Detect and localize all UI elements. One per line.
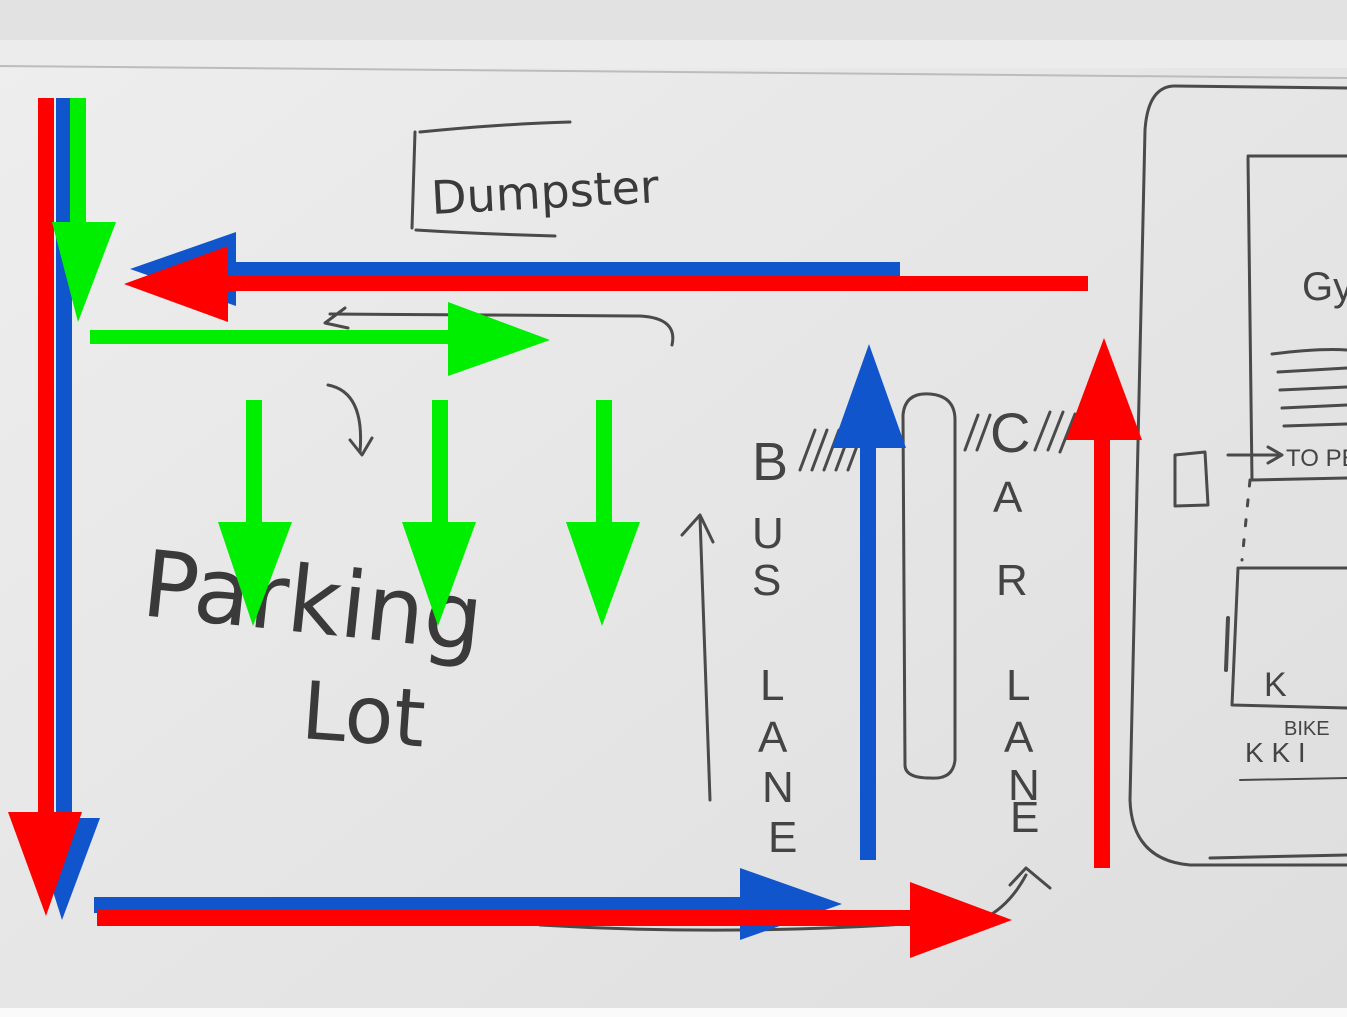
bike-label: BIKE — [1284, 718, 1330, 740]
marker-arrows — [323, 306, 1052, 932]
blue-arrow-right-shaft — [94, 897, 754, 913]
red-arrow-down-head — [8, 812, 82, 916]
car-letter-a2: A — [1004, 713, 1034, 762]
k-label: K — [1264, 666, 1287, 704]
dumpster-label: Dumpster — [430, 159, 660, 225]
green-arrow-right-head — [448, 302, 550, 376]
blue-arrow-left-shaft — [215, 262, 900, 276]
bus-lane-label: B U S L A N E — [752, 432, 797, 862]
bus-letter-n: N — [762, 763, 794, 812]
car-letter-a: A — [993, 473, 1023, 522]
green-arrow-lot3-head — [566, 522, 640, 626]
green-arrow-lot2-head — [402, 522, 476, 626]
board-frame-line — [0, 65, 1347, 79]
lot-label: Lot — [299, 664, 429, 765]
car-letter-n: N — [1008, 761, 1040, 810]
red-arrow-up-head — [1066, 338, 1142, 440]
bus-letter-e: E — [768, 813, 797, 862]
green-arrow-lot1-head — [218, 522, 292, 626]
car-letter-c: C — [990, 401, 1030, 464]
bus-letter-l: L — [760, 661, 784, 710]
red-arrow-down-shaft — [38, 98, 54, 838]
board-frame-edge — [0, 40, 1347, 68]
green-arrow-lot3-shaft — [596, 400, 612, 540]
blue-arrow-up-shaft — [860, 420, 876, 860]
red-arrow-right-head — [910, 882, 1012, 958]
car-lane-label: C A R L A N E — [990, 401, 1040, 842]
red-route — [8, 98, 1142, 958]
red-arrow-up-shaft — [1094, 425, 1110, 868]
green-arrow-down-head — [52, 222, 116, 322]
red-arrow-right-shaft — [97, 910, 937, 926]
bus-letter-a: A — [758, 713, 788, 762]
dumpster: Dumpster — [410, 120, 660, 238]
green-route — [52, 98, 640, 626]
car-letter-l: L — [1006, 661, 1030, 710]
bus-letter-b: B — [752, 432, 788, 492]
green-arrow-right-shaft — [90, 330, 470, 344]
red-arrow-left-shaft — [210, 276, 1088, 291]
blue-arrow-up-head — [832, 344, 906, 448]
bus-letter-u: U — [752, 509, 784, 558]
blue-arrow-down-shaft — [56, 98, 72, 838]
board-frame-bottom — [0, 1008, 1347, 1017]
car-letter-r: R — [996, 556, 1028, 605]
gym-label: Gym — [1302, 265, 1347, 309]
car-letter-e: E — [1010, 793, 1039, 842]
board-frame-top — [0, 0, 1347, 40]
kk-label: K K I — [1245, 737, 1306, 768]
school-building: Gym TO PE K BIKE K K I — [1128, 84, 1347, 867]
green-arrow-down-shaft — [70, 98, 86, 248]
green-arrow-lot1-shaft — [246, 400, 262, 540]
red-arrow-left-head — [124, 246, 228, 322]
green-arrow-lot2-shaft — [432, 400, 448, 540]
to-pe-label: TO PE — [1286, 445, 1347, 472]
bus-letter-s: S — [752, 556, 781, 605]
median-island — [901, 392, 957, 780]
